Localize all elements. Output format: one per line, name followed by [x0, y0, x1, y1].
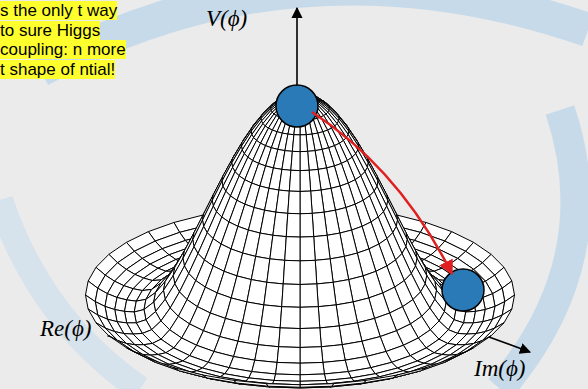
potential-surface	[86, 92, 515, 388]
surface-cell	[279, 328, 300, 348]
surface-cell	[300, 191, 312, 214]
surface-cell	[255, 345, 279, 363]
surface-cell	[270, 235, 286, 260]
surface-cell	[288, 191, 300, 214]
surface-cell	[266, 384, 300, 388]
surface-cell	[283, 260, 300, 284]
surface-cell	[321, 345, 345, 363]
surface-cell	[280, 307, 300, 329]
surface-cell	[282, 284, 300, 307]
surface-cell	[285, 237, 300, 261]
surface-cell	[273, 212, 288, 236]
surface-cell	[291, 151, 300, 170]
surface-cell	[495, 309, 512, 328]
surface-cell	[300, 384, 334, 388]
surface-cell	[289, 170, 300, 191]
highlight-text: s the only t way to sure Higgs coupling:…	[0, 1, 126, 79]
ball-top	[276, 85, 318, 127]
surface-cell	[300, 237, 315, 261]
surface-cell	[267, 259, 285, 284]
surface-cell	[482, 323, 504, 341]
surface-cell	[96, 323, 118, 341]
surface-cell	[312, 212, 327, 236]
surface-cell	[314, 235, 330, 260]
surface-cell	[315, 259, 333, 284]
surface-cell	[393, 368, 426, 378]
swirl-band	[500, 110, 576, 389]
math-text: V(ϕ)	[206, 6, 247, 31]
surface-cell	[203, 375, 237, 383]
surface-cell	[264, 282, 283, 306]
axis-label: V(ϕ)	[206, 6, 247, 32]
v-axis	[296, 8, 298, 90]
swirl-band	[0, 200, 140, 389]
surface-cell	[277, 347, 300, 363]
surface-cell	[276, 190, 289, 213]
surface-cell	[309, 169, 321, 191]
roll-arrow	[312, 112, 452, 274]
highlight-note: s the only t way to sure Higgs coupling:…	[0, 1, 134, 79]
swirl-band	[40, 0, 588, 70]
surface-cell	[242, 302, 263, 326]
surface-cell	[234, 380, 268, 386]
surface-cell	[174, 368, 207, 378]
surface-cell	[261, 305, 282, 328]
surface-cell	[420, 358, 451, 370]
math-text: Re(ϕ)	[40, 316, 91, 341]
surface-cell	[286, 213, 300, 237]
math-text: Im(ϕ)	[474, 356, 526, 381]
axis-label: Re(ϕ)	[40, 316, 91, 342]
surface-cell	[336, 302, 357, 326]
surface-cell	[276, 362, 300, 374]
surface-cell	[320, 326, 342, 347]
surface-cell	[300, 307, 320, 329]
surface-cell	[300, 135, 308, 152]
surface-cell	[148, 358, 179, 370]
ball-minimum	[442, 269, 484, 311]
surface-cell	[300, 170, 311, 191]
surface-cell	[300, 347, 323, 363]
surface-cell	[300, 213, 314, 237]
surface-cell	[300, 151, 309, 170]
surface-cell	[332, 380, 366, 386]
surface-cell	[300, 284, 318, 307]
surface-cell	[311, 190, 324, 213]
surface-cell	[318, 305, 339, 328]
surface-cell	[317, 282, 336, 306]
axis-label: Im(ϕ)	[474, 356, 526, 382]
surface-cell	[292, 135, 300, 152]
surface-cell	[279, 169, 291, 191]
surface-cell	[300, 260, 317, 284]
surface-cell	[258, 326, 280, 347]
surface-cell	[300, 362, 324, 374]
surface-cell	[363, 375, 397, 383]
surface-cell	[300, 328, 321, 348]
